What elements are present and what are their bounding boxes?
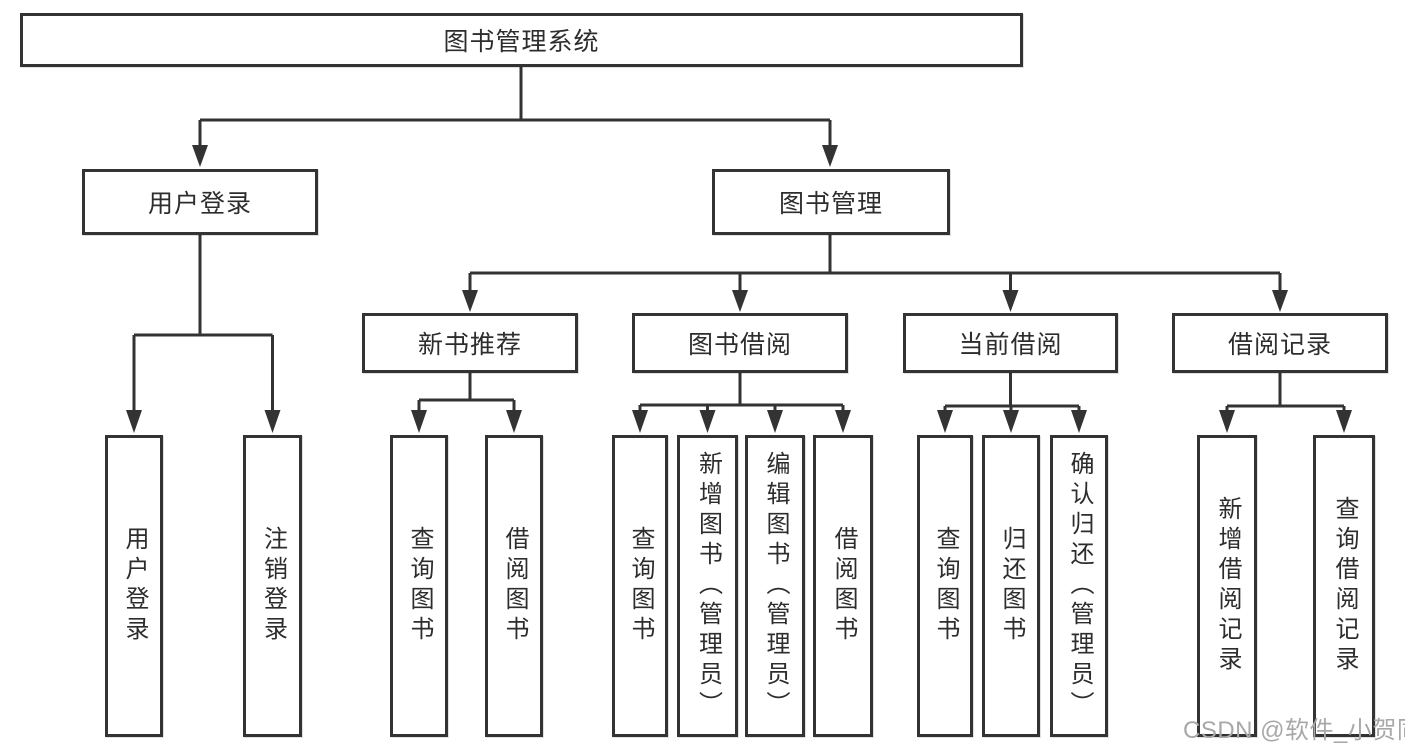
leaf-confirm-return-admin-label: 确认归还（管理员） <box>1066 451 1093 721</box>
arrowhead-icon <box>1272 290 1288 312</box>
leaf-edit-books-admin-label: 编辑图书（管理员） <box>762 451 789 721</box>
arrowhead-icon <box>462 290 478 312</box>
leaf-query-borrow-record-label: 查询借阅记录 <box>1331 496 1358 676</box>
arrowhead-icon <box>767 410 783 433</box>
node-book-management: 图书管理 <box>712 169 950 235</box>
arrowhead-icon <box>1219 410 1235 433</box>
leaf-confirm-return-admin: 确认归还（管理员） <box>1050 435 1108 737</box>
leaf-query-books-1: 查询图书 <box>390 435 448 737</box>
arrowheads <box>126 145 1352 433</box>
leaf-add-borrow-record: 新增借阅记录 <box>1197 435 1257 737</box>
leaf-user-login: 用户登录 <box>105 435 163 737</box>
arrowhead-icon <box>1336 410 1352 433</box>
csdn-watermark: CSDN @软件_小贺同学 <box>1183 717 1405 744</box>
arrowhead-icon <box>264 410 281 433</box>
node-book-borrow: 图书借阅 <box>632 313 848 373</box>
arrowhead-icon <box>1002 290 1019 312</box>
leaf-return-books: 归还图书 <box>982 435 1040 737</box>
node-borrow-records-label: 借阅记录 <box>1227 331 1332 359</box>
leaf-query-books-1-label: 查询图书 <box>406 526 433 646</box>
leaf-query-borrow-record: 查询借阅记录 <box>1313 435 1375 737</box>
node-new-book-recommend: 新书推荐 <box>362 313 578 373</box>
leaf-add-books-admin-label: 新增图书（管理员） <box>694 451 722 721</box>
leaf-borrow-books-2-label: 借阅图书 <box>830 526 857 646</box>
leaf-return-books-label: 归还图书 <box>998 526 1025 646</box>
arrowhead-icon <box>192 145 208 167</box>
leaf-borrow-books-1: 借阅图书 <box>485 435 543 737</box>
arrowhead-icon <box>699 410 716 433</box>
leaf-query-books-2: 查询图书 <box>612 435 668 737</box>
node-new-book-recommend-label: 新书推荐 <box>417 331 522 359</box>
leaf-add-books-admin: 新增图书（管理员） <box>677 435 738 737</box>
arrowhead-icon <box>937 410 953 433</box>
arrowhead-icon <box>1003 410 1019 433</box>
node-root: 图书管理系统 <box>20 13 1023 67</box>
leaf-user-login-label: 用户登录 <box>121 526 148 646</box>
arrowhead-icon <box>1071 410 1087 433</box>
arrowhead-icon <box>732 290 748 312</box>
arrowhead-icon <box>822 145 838 167</box>
node-borrow-records: 借阅记录 <box>1172 313 1388 373</box>
arrowhead-icon <box>411 410 427 433</box>
leaf-query-books-3-label: 查询图书 <box>932 526 959 646</box>
node-book-management-label: 图书管理 <box>778 190 883 218</box>
leaf-query-books-3: 查询图书 <box>917 435 973 737</box>
leaf-borrow-books-1-label: 借阅图书 <box>501 526 528 646</box>
node-current-borrow: 当前借阅 <box>903 313 1118 373</box>
node-user-login-label: 用户登录 <box>147 190 252 218</box>
arrowhead-icon <box>632 410 648 433</box>
node-book-borrow-label: 图书借阅 <box>687 331 792 359</box>
leaf-logout-label: 注销登录 <box>259 526 287 646</box>
leaf-add-borrow-record-label: 新增借阅记录 <box>1214 496 1241 676</box>
node-root-label: 图书管理系统 <box>443 28 600 56</box>
node-user-login: 用户登录 <box>82 169 318 235</box>
arrowhead-icon <box>126 410 142 433</box>
node-current-borrow-label: 当前借阅 <box>958 331 1063 359</box>
arrowhead-icon <box>506 410 522 433</box>
arrowhead-icon <box>835 410 851 433</box>
leaf-query-books-2-label: 查询图书 <box>627 526 654 646</box>
leaf-edit-books-admin: 编辑图书（管理员） <box>745 435 805 737</box>
leaf-logout: 注销登录 <box>243 435 302 737</box>
leaf-borrow-books-2: 借阅图书 <box>813 435 873 737</box>
connector-paths <box>132 67 1346 412</box>
